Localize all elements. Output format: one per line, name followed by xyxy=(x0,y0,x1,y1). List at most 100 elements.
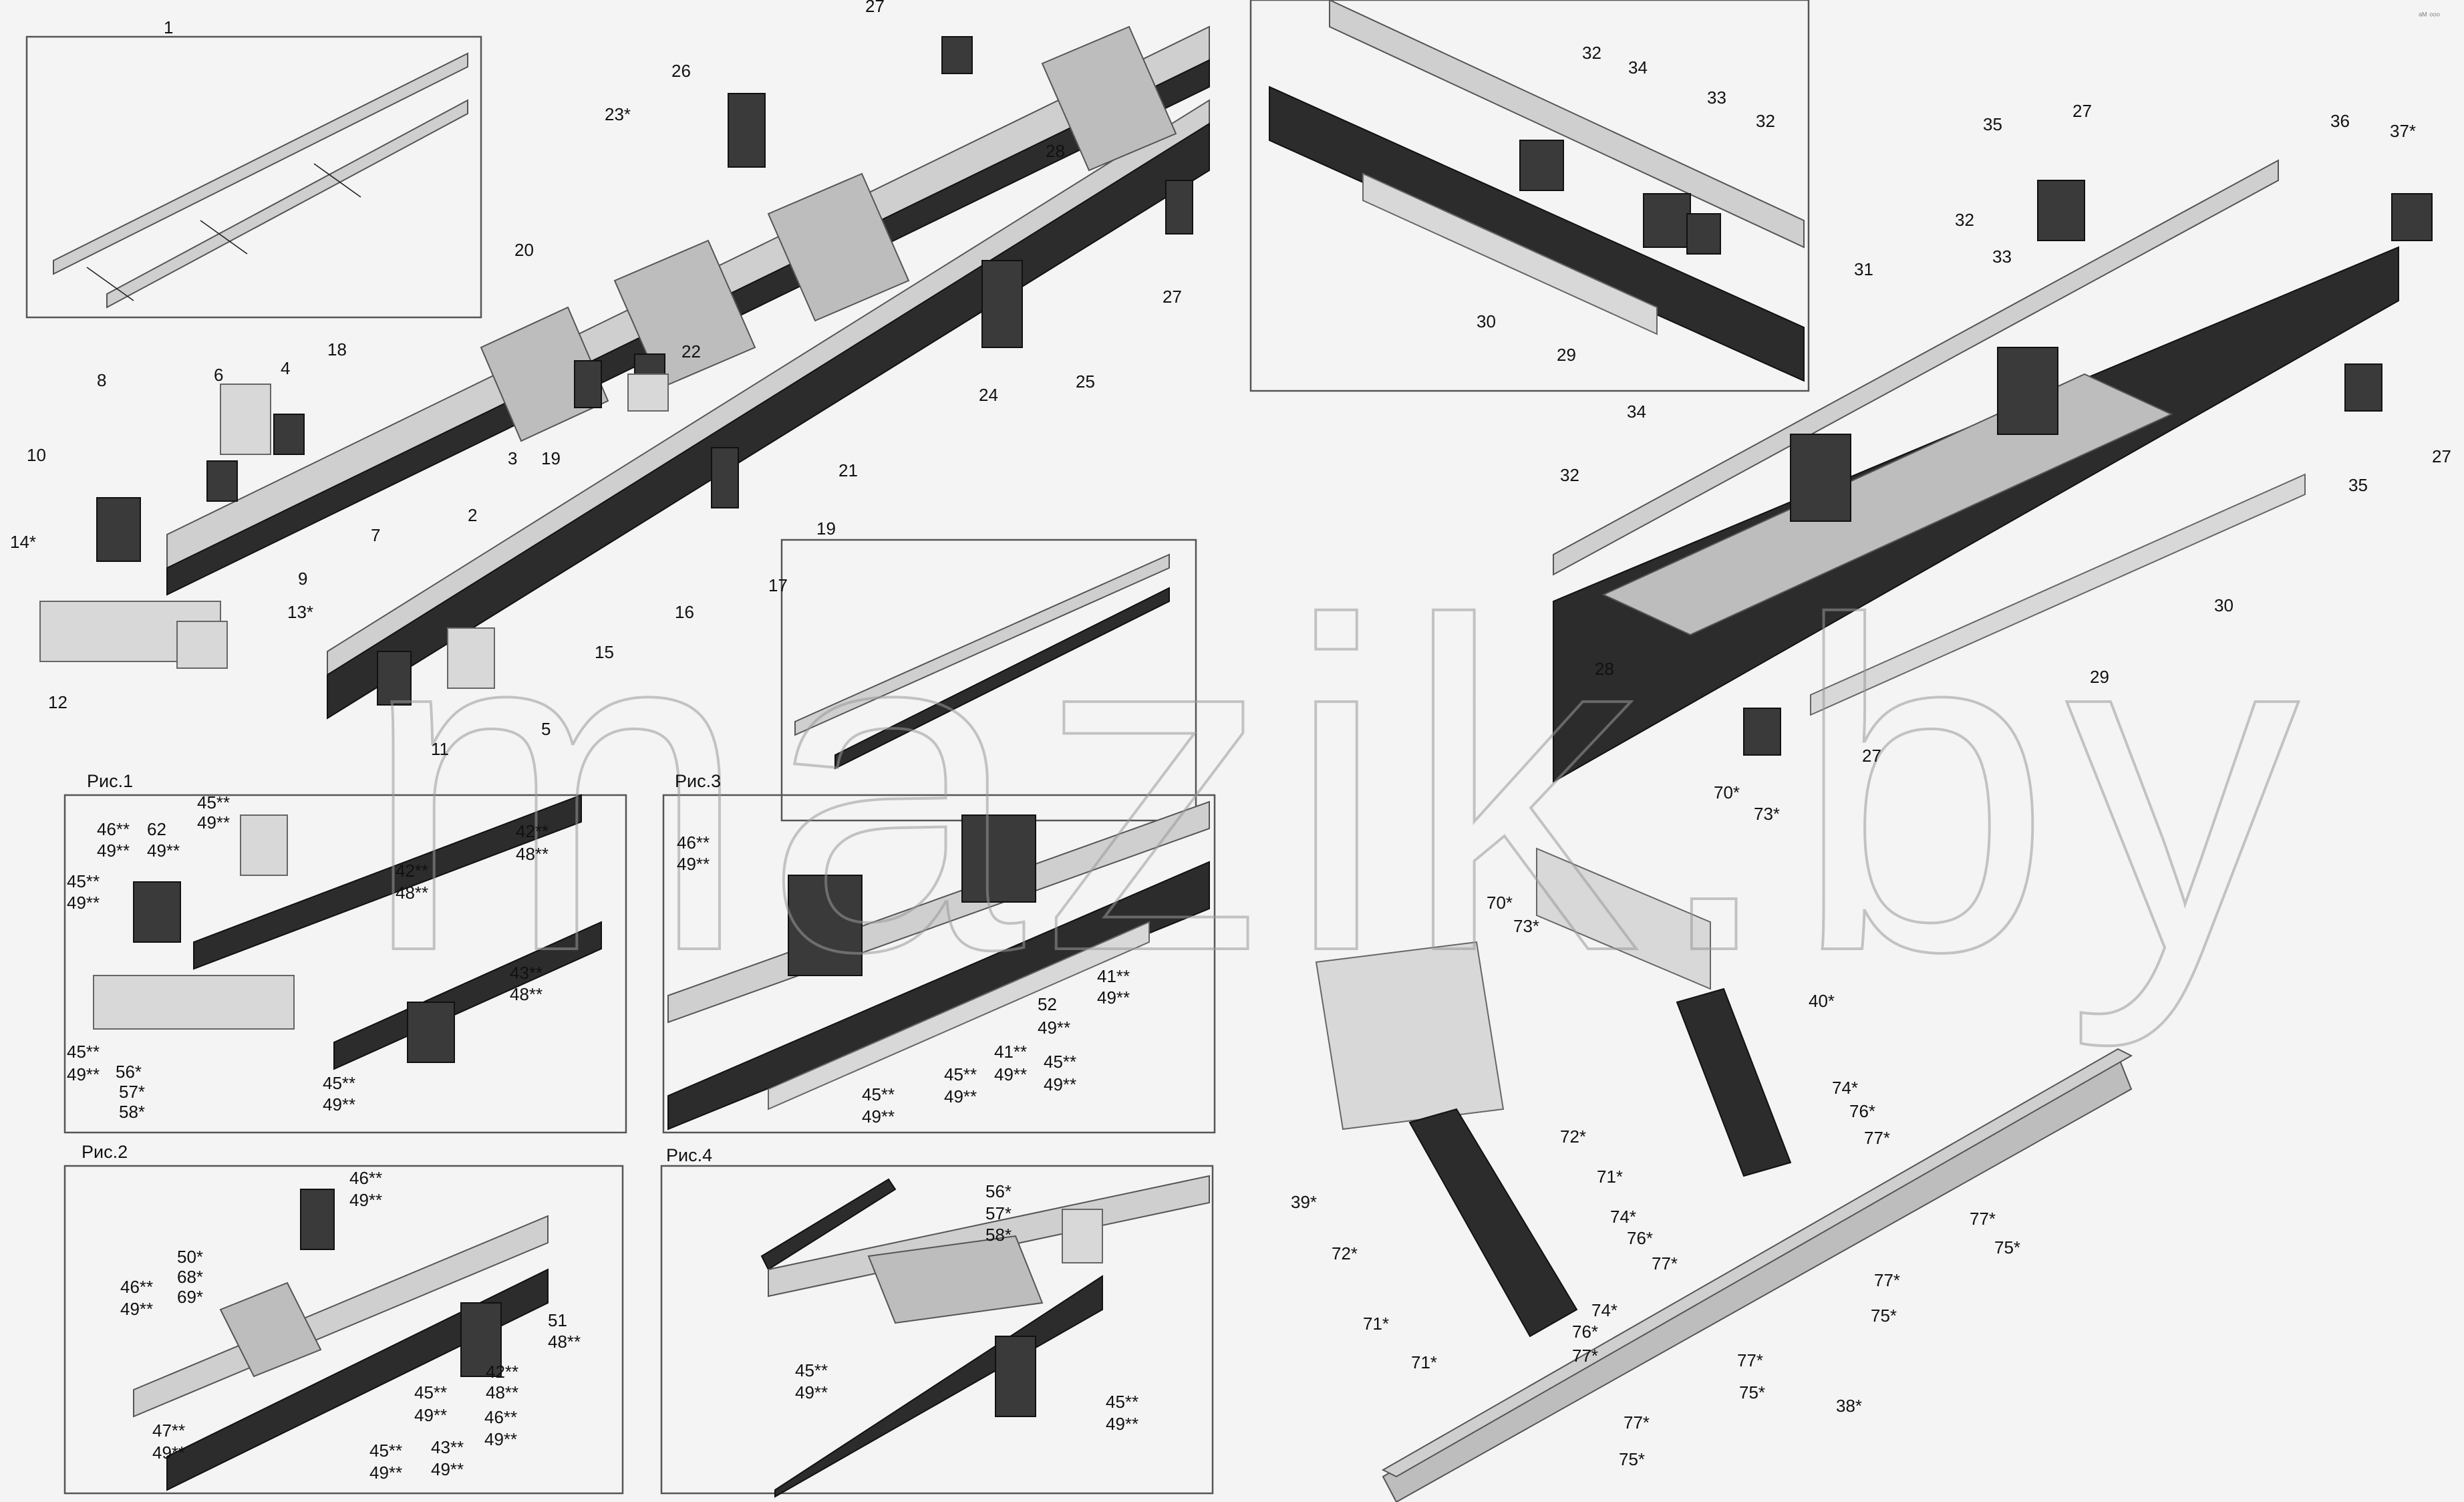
callout-7: 7 xyxy=(371,525,380,545)
callout-40s: 40* xyxy=(1809,991,1835,1011)
thumb-chassis-top-left xyxy=(53,52,468,309)
callout-35: 35 xyxy=(2348,475,2368,495)
callout-9: 9 xyxy=(298,569,307,589)
fig2-frame xyxy=(63,1165,624,1495)
callout-74s: 74* xyxy=(1591,1300,1618,1320)
callout-46ss: 46** xyxy=(97,819,130,839)
callout-49ss: 49** xyxy=(862,1106,895,1126)
callout-43ss: 43** xyxy=(431,1437,464,1457)
callout-49ss: 49** xyxy=(197,812,230,833)
callout-49ss: 49** xyxy=(431,1459,464,1479)
callout-49ss: 49** xyxy=(1044,1074,1076,1094)
callout-24: 24 xyxy=(979,385,998,405)
callout-76s: 76* xyxy=(1572,1322,1598,1342)
callout-71s: 71* xyxy=(1363,1314,1389,1334)
callout-45ss: 45** xyxy=(67,871,100,891)
callout-22: 22 xyxy=(681,341,701,361)
callout-49ss: 49** xyxy=(677,854,710,874)
rear-chassis-frame xyxy=(1553,159,2433,783)
fig1-parts xyxy=(93,794,602,1070)
fig2-parts xyxy=(133,1189,549,1491)
callout-49ss: 49** xyxy=(152,1443,185,1463)
callout-8: 8 xyxy=(97,370,106,390)
callout-21: 21 xyxy=(838,460,858,480)
callout-49ss: 49** xyxy=(97,841,130,861)
callout-41ss: 41** xyxy=(994,1042,1027,1062)
callout-77s: 77* xyxy=(1970,1209,1996,1229)
callout-76s: 76* xyxy=(1627,1228,1653,1248)
fig4-label: Рис.4 xyxy=(666,1145,712,1165)
callout-68s: 68* xyxy=(177,1267,203,1287)
callout-31: 31 xyxy=(1854,259,1873,279)
fig4-frame xyxy=(660,1165,1214,1495)
callout-32: 32 xyxy=(1582,43,1601,63)
callouts-fig1: 45**49**46**6249**49**45**49**42**48**42… xyxy=(67,792,549,1122)
callout-45ss: 45** xyxy=(1106,1392,1138,1412)
callout-36: 36 xyxy=(2330,111,2350,131)
callout-45ss: 45** xyxy=(414,1382,447,1402)
callout-33: 33 xyxy=(1707,88,1726,108)
callout-16: 16 xyxy=(675,602,694,622)
callout-5: 5 xyxy=(541,719,551,739)
callout-1: 1 xyxy=(164,17,173,37)
inset-frame-top-left xyxy=(25,35,482,319)
callout-49ss: 49** xyxy=(1038,1018,1070,1038)
callout-29: 29 xyxy=(2090,667,2109,687)
callout-49ss: 49** xyxy=(67,893,100,913)
callout-77s: 77* xyxy=(1874,1270,1900,1290)
callout-10: 10 xyxy=(27,445,46,465)
callout-49ss: 49** xyxy=(414,1405,447,1425)
callout-15: 15 xyxy=(595,642,614,662)
callout-52: 52 xyxy=(1038,994,1057,1014)
callout-46ss: 46** xyxy=(677,833,710,853)
callout-42ss: 42** xyxy=(486,1362,518,1382)
fig3-label: Рис.3 xyxy=(675,771,721,791)
inset-top-right-chassis xyxy=(1269,0,1805,382)
callout-50s: 50* xyxy=(177,1247,203,1267)
callout-49ss: 49** xyxy=(795,1382,828,1402)
callout-11: 11 xyxy=(431,739,449,759)
callout-56s: 56* xyxy=(985,1181,1012,1201)
callout-3: 3 xyxy=(508,448,517,468)
callout-49ss: 49** xyxy=(67,1064,100,1084)
callout-49ss: 49** xyxy=(369,1463,402,1483)
callout-37s: 37* xyxy=(2390,121,2416,141)
callout-35: 35 xyxy=(1983,114,2002,134)
callout-32: 32 xyxy=(1955,210,1974,230)
callout-19: 19 xyxy=(541,448,561,468)
callout-26: 26 xyxy=(671,61,691,81)
callout-49ss: 49** xyxy=(349,1190,382,1210)
fig2-label: Рис.2 xyxy=(82,1142,128,1162)
callout-46ss: 46** xyxy=(349,1168,382,1188)
callout-57s: 57* xyxy=(985,1203,1012,1223)
callout-6: 6 xyxy=(214,365,223,385)
callout-72s: 72* xyxy=(1332,1243,1358,1263)
callouts-bumper: 70*73*70*73*40*74*76*77*72*71*39*74*76*7… xyxy=(1291,782,2020,1469)
inset-frame-top-right xyxy=(1249,0,1810,392)
callout-49ss: 49** xyxy=(120,1299,153,1319)
callout-74s: 74* xyxy=(1610,1207,1636,1227)
callout-28: 28 xyxy=(1595,659,1614,679)
fig3-parts xyxy=(667,800,1210,1131)
callout-47ss: 47** xyxy=(152,1420,185,1441)
rear-bumper-assembly xyxy=(1315,847,2133,1502)
callouts-fig4: 56*57*58*45**49**45**49** xyxy=(795,1181,1138,1434)
callout-19: 19 xyxy=(816,518,836,539)
callout-38s: 38* xyxy=(1836,1396,1862,1416)
callout-76s: 76* xyxy=(1849,1101,1875,1121)
callout-41ss: 41** xyxy=(1097,966,1130,986)
callout-77s: 77* xyxy=(1572,1346,1598,1366)
callout-49ss: 49** xyxy=(147,841,180,861)
callout-20: 20 xyxy=(514,240,534,260)
callout-70s: 70* xyxy=(1714,782,1740,802)
callout-58s: 58* xyxy=(985,1225,1012,1245)
callout-2: 2 xyxy=(468,505,477,525)
callout-77s: 77* xyxy=(1652,1253,1678,1273)
callout-48ss: 48** xyxy=(516,844,549,864)
callout-27: 27 xyxy=(1163,287,1182,307)
callout-17: 17 xyxy=(768,575,788,595)
callout-14s: 14* xyxy=(10,532,36,552)
callout-12: 12 xyxy=(48,692,67,712)
callout-75s: 75* xyxy=(1619,1449,1645,1469)
